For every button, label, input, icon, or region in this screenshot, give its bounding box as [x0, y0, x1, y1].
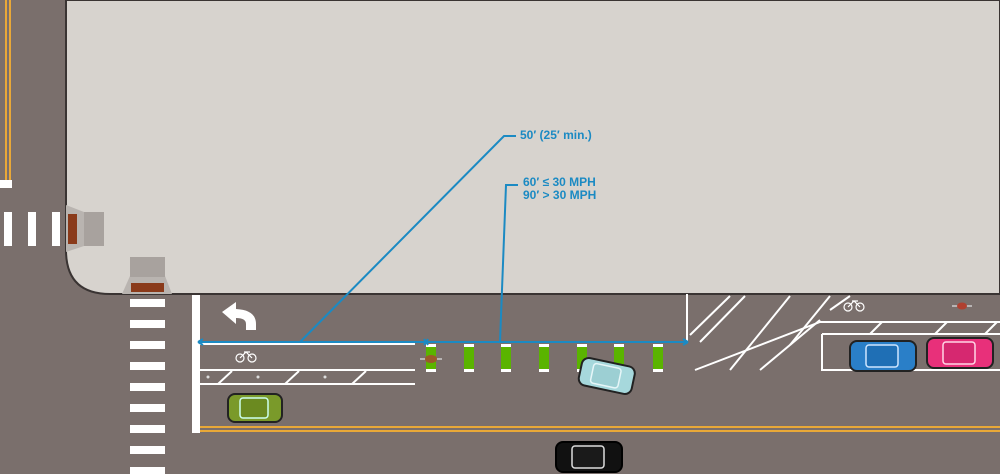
label-speed-low: 60′ ≤ 30 MPH: [523, 175, 596, 189]
left-turn-arrow-icon: [222, 302, 256, 330]
stop-bar: [192, 295, 200, 433]
curb-ramp-west: [66, 205, 104, 252]
car-blue: [849, 340, 917, 372]
bike-lane-symbol-icon: [235, 351, 257, 363]
curb-ramp-south: [122, 257, 172, 294]
label-min-distance: 50′ (25′ min.): [520, 128, 592, 142]
cyclist-icon: [420, 355, 442, 363]
bike-lane-lines: [200, 343, 415, 385]
buffer-posts: [206, 375, 327, 379]
car-black: [555, 441, 623, 473]
label-speed-high: 90′ > 30 MPH: [523, 188, 597, 202]
car-light-blue: [577, 356, 636, 395]
bike-lane-symbol-icon: [843, 300, 865, 312]
sidewalk-block: [65, 0, 1000, 295]
car-green: [227, 393, 283, 423]
cyclist-icon: [952, 302, 972, 310]
left-road-centerline: [0, 0, 12, 188]
centerline: [200, 426, 1000, 432]
crosswalk-left: [4, 212, 60, 246]
crosswalk-south: [130, 299, 165, 474]
car-pink: [926, 337, 994, 369]
right-buffer-hatching: [686, 294, 1000, 371]
dimension-lines: [197, 135, 689, 346]
